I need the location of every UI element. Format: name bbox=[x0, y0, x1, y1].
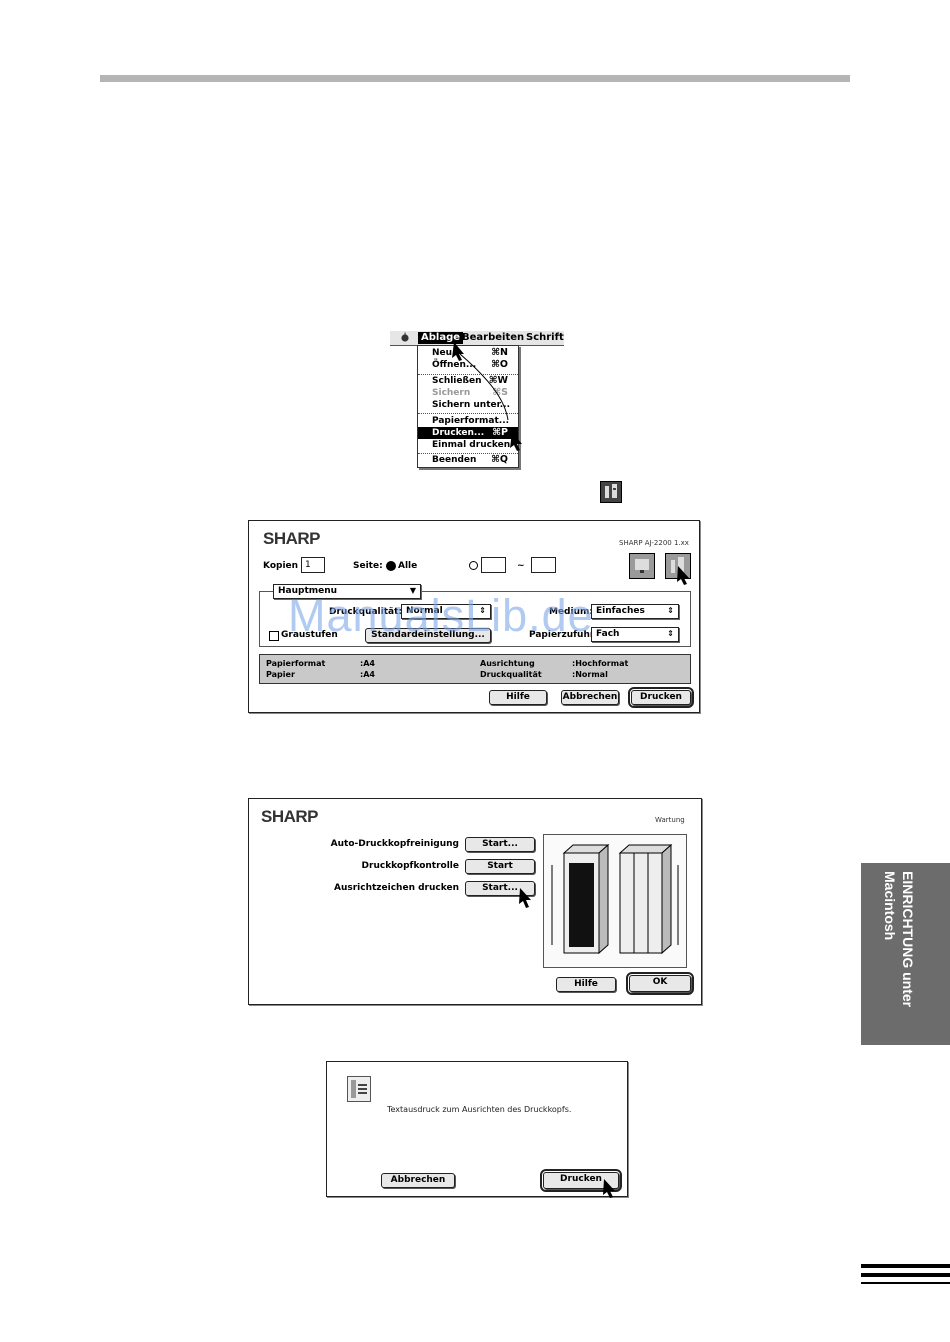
grayscale-checkbox[interactable] bbox=[269, 631, 279, 641]
auto-clean-label: Auto-Druckkopfreinigung bbox=[330, 839, 459, 849]
print-dialog: SHARP SHARP AJ-2200 1.xx Kopien 1 Seite:… bbox=[248, 520, 700, 713]
source-label: Papierzufuhr: bbox=[529, 630, 598, 640]
menu-ablage[interactable]: Ablage bbox=[418, 332, 464, 344]
menu-separator bbox=[418, 453, 518, 454]
menu-item-sichern: Sichern ⌘S bbox=[432, 387, 508, 398]
default-settings-button[interactable]: Standardeinstellung... bbox=[365, 628, 491, 643]
auto-clean-start-button[interactable]: Start... bbox=[465, 837, 535, 852]
cursor-icon bbox=[677, 566, 689, 585]
medium-popup[interactable]: Einfaches⇕ bbox=[591, 604, 679, 619]
print-button[interactable]: Drucken bbox=[628, 687, 694, 708]
grayscale-label: Graustufen bbox=[281, 630, 338, 640]
pages-label: Seite: bbox=[353, 561, 383, 571]
head-check-start-button[interactable]: Start bbox=[465, 859, 535, 874]
chevron-down-icon: ⇕ bbox=[479, 606, 486, 615]
cartridge-illustration bbox=[543, 834, 687, 968]
print-button[interactable]: Drucken bbox=[540, 1169, 622, 1192]
ablage-dropdown: Neu ⌘N Öffnen... ⌘O Schließen ⌘W Sichern… bbox=[417, 345, 519, 468]
menu-bar: Ablage Bearbeiten Schrift bbox=[390, 331, 564, 346]
menu-item-sichern-unter[interactable]: Sichern unter... bbox=[432, 400, 511, 410]
watermark: ManualsLib.de bbox=[288, 590, 594, 641]
copies-label: Kopien bbox=[263, 561, 299, 571]
menu-item-schliessen[interactable]: Schließen ⌘W bbox=[432, 375, 508, 386]
ok-button[interactable]: OK bbox=[626, 972, 694, 995]
section-tab-label: EINRICHTUNG unter Macintosh bbox=[882, 871, 916, 1008]
pages-all-label: Alle bbox=[398, 561, 418, 571]
menu-separator bbox=[418, 374, 518, 375]
maintenance-title: Wartung bbox=[655, 816, 685, 824]
apple-icon[interactable] bbox=[400, 332, 410, 344]
menu-item-oeffnen[interactable]: Öffnen... ⌘O bbox=[432, 359, 508, 370]
bottom-rule bbox=[861, 1264, 950, 1268]
from-page-input[interactable] bbox=[481, 557, 506, 573]
menu-item-einmal-drucken[interactable]: Einmal drucken bbox=[432, 440, 511, 450]
help-button[interactable]: Hilfe bbox=[489, 690, 547, 705]
chevron-down-icon: ⇕ bbox=[667, 606, 674, 615]
source-popup[interactable]: Fach⇕ bbox=[591, 627, 679, 642]
range-separator: ~ bbox=[517, 561, 525, 571]
main-settings-icon[interactable] bbox=[629, 553, 655, 579]
section-tab: EINRICHTUNG unter Macintosh bbox=[861, 863, 950, 1045]
head-check-label: Druckkopfkontrolle bbox=[361, 861, 459, 871]
sharp-logo: SHARP bbox=[263, 529, 321, 548]
alert-message: Textausdruck zum Ausrichten des Druckkop… bbox=[387, 1105, 572, 1114]
model-label: SHARP AJ-2200 1.xx bbox=[619, 539, 689, 547]
quality-popup[interactable]: Normal⇕ bbox=[401, 604, 491, 619]
menu-separator bbox=[418, 413, 518, 414]
top-rule bbox=[100, 75, 850, 82]
bottom-rule bbox=[861, 1282, 950, 1284]
chevron-down-icon: ▼ bbox=[409, 586, 416, 595]
menu-item-neu[interactable]: Neu ⌘N bbox=[432, 347, 508, 358]
cancel-button[interactable]: Abbrechen bbox=[381, 1173, 455, 1188]
sharp-logo: SHARP bbox=[261, 807, 319, 826]
alignment-label: Ausrichtzeichen drucken bbox=[334, 883, 459, 893]
chevron-down-icon: ⇕ bbox=[667, 629, 674, 638]
menu-schrift[interactable]: Schrift bbox=[526, 332, 564, 343]
settings-group bbox=[259, 591, 691, 647]
copies-input[interactable]: 1 bbox=[301, 557, 325, 573]
cursor-icon bbox=[519, 888, 531, 908]
help-button[interactable]: Hilfe bbox=[556, 977, 616, 992]
status-panel: Papierformat :A4 Papier :A4 Ausrichtung … bbox=[259, 654, 691, 684]
menu-item-beenden[interactable]: Beenden ⌘Q bbox=[432, 454, 508, 465]
maintenance-dialog: SHARP Wartung Auto-Druckkopfreinigung St… bbox=[248, 798, 702, 1005]
cursor-icon bbox=[603, 1179, 615, 1198]
alignment-start-button[interactable]: Start... bbox=[465, 881, 535, 896]
drag-path-arrow bbox=[452, 342, 522, 451]
to-page-input[interactable] bbox=[531, 557, 556, 573]
menu-item-papierformat[interactable]: Papierformat... bbox=[432, 416, 510, 426]
radio-range[interactable] bbox=[469, 561, 478, 570]
printer-icon bbox=[347, 1076, 371, 1102]
cursor-icon bbox=[452, 342, 464, 361]
bottom-rule bbox=[861, 1273, 950, 1277]
cursor-icon bbox=[510, 432, 522, 451]
menu-item-drucken[interactable]: Drucken... ⌘P bbox=[418, 427, 518, 439]
quality-label: Druckqualität: bbox=[329, 607, 403, 617]
medium-label: Medium: bbox=[549, 607, 593, 617]
alert-dialog: Textausdruck zum Ausrichten des Druckkop… bbox=[326, 1061, 628, 1198]
utility-icon bbox=[600, 481, 622, 503]
radio-all[interactable] bbox=[386, 561, 396, 571]
cancel-button[interactable]: Abbrechen bbox=[561, 690, 619, 705]
menu-bearbeiten[interactable]: Bearbeiten bbox=[462, 332, 525, 343]
main-menu-popup[interactable]: Hauptmenu▼ bbox=[273, 584, 421, 599]
